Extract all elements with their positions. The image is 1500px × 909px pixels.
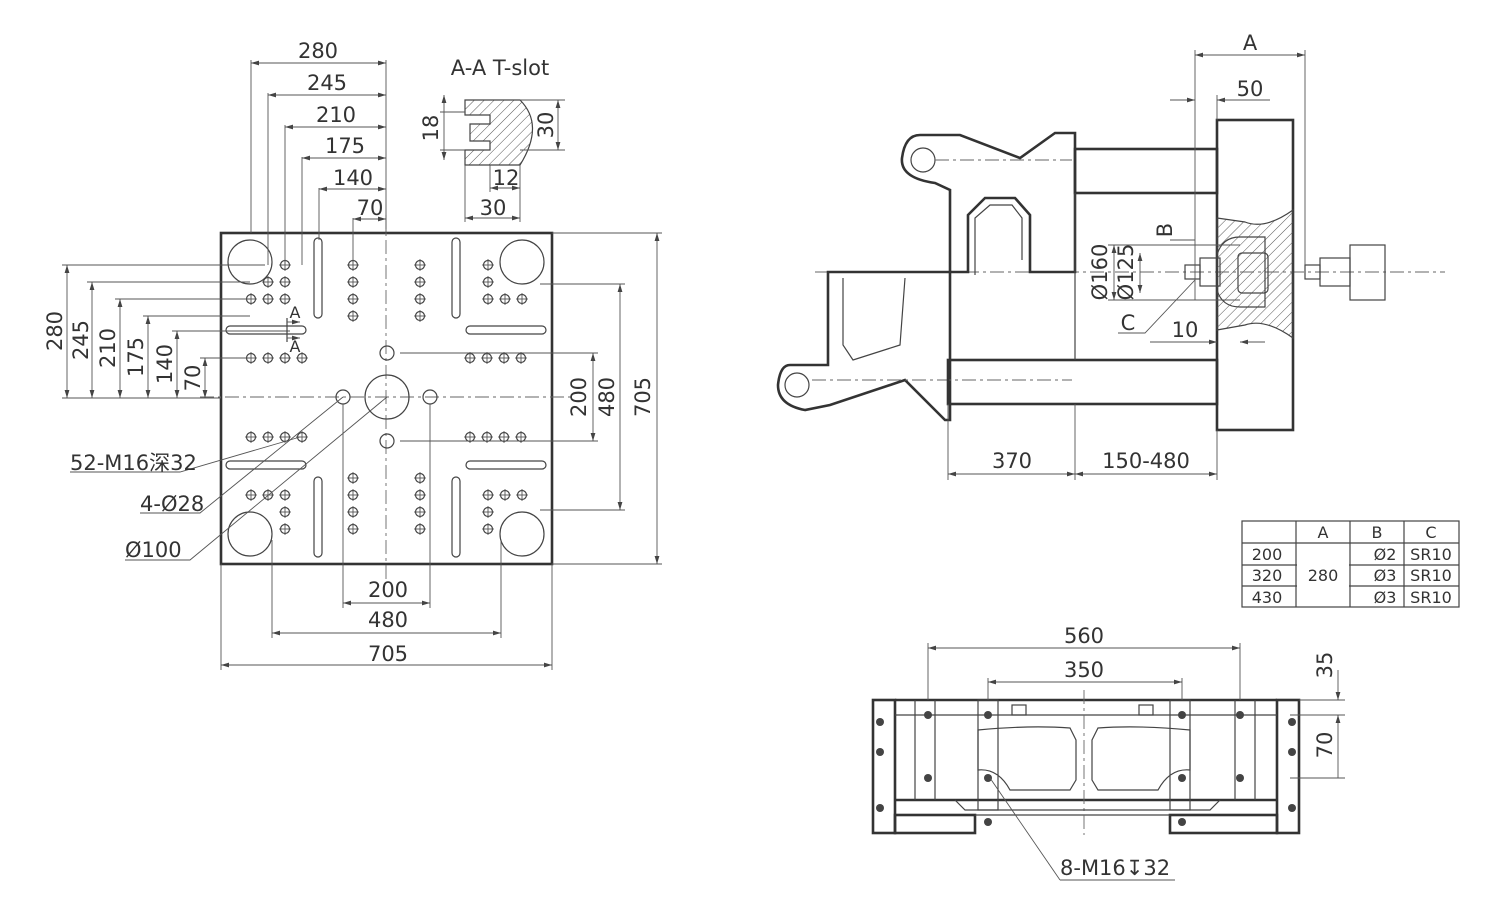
callout-d100: Ø100 [125,538,182,562]
table-cell: 430 [1252,588,1283,607]
base-view: 560 350 35 70 8-M16↧32 [871,624,1345,881]
t-slots [225,237,547,558]
dim-right-200: 200 [567,377,591,417]
dim-left-140: 140 [153,344,177,384]
dim-b: B [1153,223,1177,237]
dim-350: 350 [1064,658,1104,682]
bolt-hole [1178,711,1186,719]
dim-c: C [1121,311,1136,335]
callout-52-m16: 52-M16深32 [70,451,197,475]
lower-tie-bar [946,358,1219,406]
bolt-hole [1288,718,1296,726]
dim-210: 210 [316,103,356,127]
table-cell: 320 [1252,566,1283,585]
dim-50: 50 [1237,77,1264,101]
locating-hole-28 [379,345,395,361]
tie-bar-hole [499,511,545,557]
table-cell: Ø2 [1374,545,1397,564]
dim-70: 70 [357,196,384,220]
dims-right: 200 480 705 [400,232,662,565]
tslot-dim-30-v: 30 [534,112,558,139]
dim-a: A [1243,31,1258,55]
platen-section-hatch [1216,208,1294,340]
dim-140: 140 [333,166,373,190]
bolt-hole [984,818,992,826]
bolt-hole [924,774,932,782]
dim-right-705: 705 [631,377,655,417]
bolt-hole [984,774,992,782]
bolt-hole [1288,748,1296,756]
t-slot-hatched-section [464,99,533,166]
table-cell: SR10 [1410,545,1452,564]
callout-8-m16: 8-M16↧32 [1060,856,1170,880]
bolt-hole [984,711,992,719]
dim-d160: Ø160 [1088,244,1112,301]
dim-left-70: 70 [181,365,205,392]
dim-560: 560 [1064,624,1104,648]
dim-10: 10 [1172,318,1199,342]
dim-left-280: 280 [43,311,67,351]
dim-35: 35 [1313,652,1337,679]
section-mark-a: A [290,337,301,356]
dim-370: 370 [992,449,1032,473]
dim-bottom-705: 705 [368,642,408,666]
table-header-a: A [1318,523,1329,542]
table-cell: Ø3 [1374,588,1397,607]
dims-left: 280 245 210 175 140 70 [43,264,290,399]
bolt-hole [1288,804,1296,812]
tslot-dim-30-h: 30 [480,196,507,220]
dim-245: 245 [307,71,347,95]
bolt-hole [876,804,884,812]
spec-table: A B C 200 320 430 280 Ø2 Ø3 Ø3 SR10 SR10… [1241,520,1460,608]
callout-4-d28: 4-Ø28 [140,492,204,516]
dim-d125: Ø125 [1114,244,1138,301]
tslot-dim-18: 18 [419,115,443,142]
dim-280: 280 [298,39,338,63]
bolt-hole [876,748,884,756]
side-view: A 50 B Ø160 Ø125 C 10 370 150-480 [776,31,1445,480]
dim-70: 70 [1313,732,1337,759]
dim-left-175: 175 [124,337,148,377]
table-header-c: C [1425,523,1436,542]
table-cell: Ø3 [1374,566,1397,585]
t-slot-section: A-A T-slot 18 30 12 30 [419,56,565,222]
bolt-hole [1178,774,1186,782]
section-mark-a: A [290,303,301,322]
tslot-title: A-A T-slot [451,56,549,80]
table-cell: SR10 [1410,566,1452,585]
dims-bottom: 200 480 705 [220,404,553,670]
bolt-hole [876,718,884,726]
upper-toggle-link [900,131,1077,274]
locating-hole-28 [379,433,395,449]
platen-front-view: 280 245 210 175 140 70 280 245 210 175 [43,39,662,670]
dim-bottom-480: 480 [368,608,408,632]
dims-top: 280 245 210 175 140 70 [250,39,387,265]
bolt-hole [1236,711,1244,719]
tslot-dim-12: 12 [493,166,520,190]
lower-toggle-link [776,270,952,422]
dim-left-245: 245 [69,320,93,360]
dim-bottom-200: 200 [368,578,408,602]
table-cell: 200 [1252,545,1283,564]
platen-outline [219,231,554,566]
dim-left-210: 210 [96,328,120,368]
table-cell-a-value: 280 [1308,566,1339,585]
tie-bar-hole [227,239,273,285]
dim-right-480: 480 [595,377,619,417]
bolt-hole [924,711,932,719]
dim-150-480: 150-480 [1102,449,1190,473]
base-bolts [876,711,1296,826]
tie-bar-hole [499,239,545,285]
callouts: 52-M16深32 4-Ø28 Ø100 [70,396,388,562]
bolt-hole [1236,774,1244,782]
dim-175: 175 [325,134,365,158]
table-header-b: B [1372,523,1383,542]
upper-tie-bar [1073,147,1219,195]
tie-bar-holes [227,239,545,557]
table-cell: SR10 [1410,588,1452,607]
bolt-hole [1178,818,1186,826]
tie-bar-hole [227,511,273,557]
center-hole-100 [364,374,410,420]
